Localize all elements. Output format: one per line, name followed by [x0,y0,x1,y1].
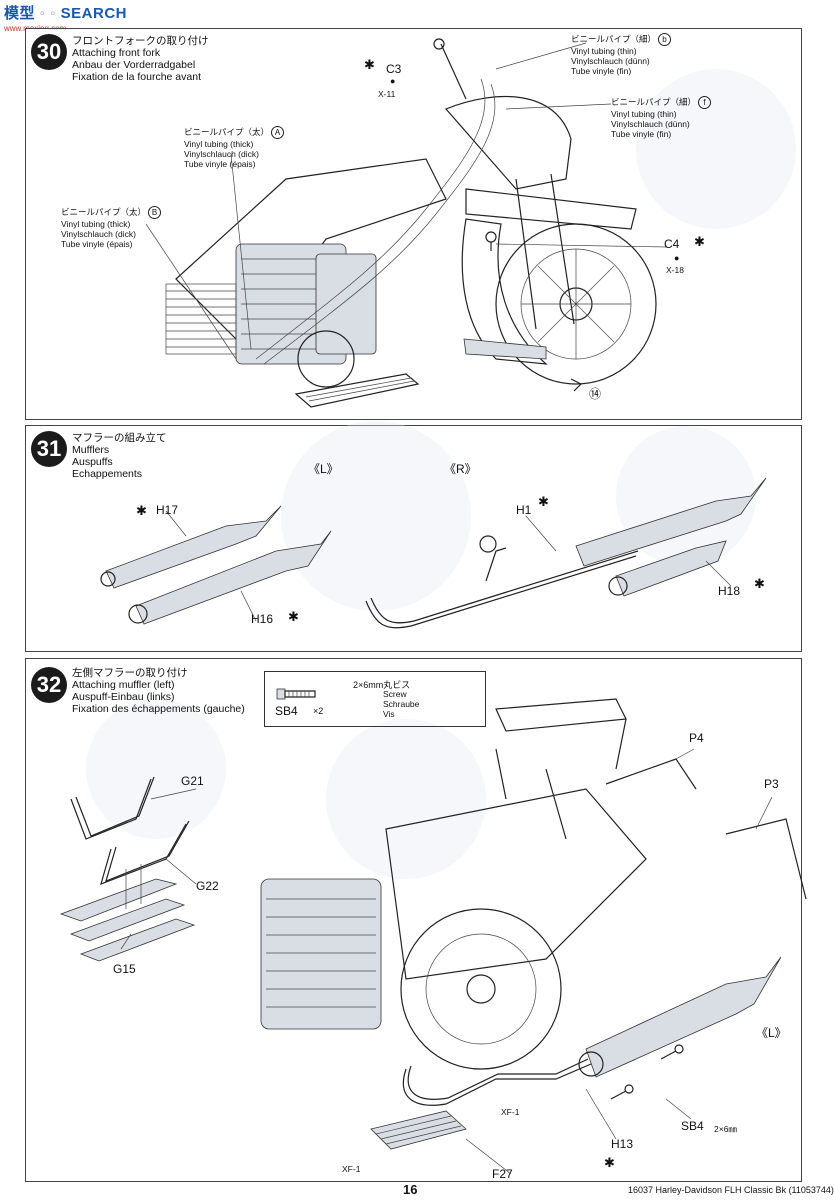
tubing-b-note: ビニールパイプ（細）b Vinyl tubing (thin) Vinylsch… [571,33,672,76]
left-side-label: 《L》 [308,462,339,476]
product-code: 16037 Harley-Davidson FLH Classic Bk (11… [628,1185,834,1195]
part-h17-label: H17 [156,503,179,517]
ref-14-label: ⑭ [589,387,602,401]
logo-separator-icon: ◦ ◦ [35,5,61,22]
step-32-panel: 32 左側マフラーの取り付け Attaching muffler (left) … [25,658,807,1182]
screw-head-icon: ● [390,76,396,86]
part-h1-label: H1 [516,503,532,517]
cement-icon: ✱ [754,576,765,591]
tubing-B-marker: B [148,206,162,219]
step-31-panel: 31 マフラーの組み立て Mufflers Auspuffs Echappeme… [25,421,802,652]
step-32-illustration [59,698,807,1175]
right-side-label: 《R》 [444,462,477,476]
step-31-badge: 31 [31,431,67,467]
sb4-callout-label: SB4 [681,1119,704,1133]
tubing-B-note: ビニールパイプ（太）B Vinyl tubing (thick) Vinylsc… [61,206,162,249]
part-c3-label: C3 [386,62,402,76]
cement-icon: ✱ [288,609,299,624]
part-p3-label: P3 [764,777,779,791]
page-number: 16 [403,1182,418,1197]
step-30-illustration [145,38,796,408]
step-30-title-jp: フロントフォークの取り付け [72,35,209,47]
cement-icon: ✱ [604,1155,615,1170]
step-32-title-de: Auspuff-Einbau (links) [72,691,175,703]
part-g21-label: G21 [181,774,204,788]
screw-head-icon: ● [674,253,680,263]
step-32-title-jp: 左側マフラーの取り付け [72,667,188,679]
step-31-illustration [100,421,767,629]
screw-qty-label: ×2 [313,706,324,716]
step-30-title-fr: Fixation de la fourche avant [72,71,201,83]
step-31-title-de: Auspuffs [72,456,113,468]
cement-icon: ✱ [364,57,375,72]
cement-icon: ✱ [538,494,549,509]
paint-x18-label: X-18 [666,265,684,275]
part-g15-label: G15 [113,962,136,976]
tubing-f-note: ビニールパイプ（細）f Vinyl tubing (thin) Vinylsch… [611,96,712,139]
step-30-titles: フロントフォークの取り付け Attaching front fork Anbau… [72,35,209,83]
tubing-A-note: ビニールパイプ（太）A Vinyl tubing (thick) Vinylsc… [184,126,285,169]
part-h16-label: H16 [251,612,274,626]
sb4-size-label: 2×6㎜ [714,1124,737,1134]
part-h13-label: H13 [611,1137,634,1151]
screw-icon [276,688,316,700]
screw-code-label: SB4 [275,704,298,718]
step-32-titles: 左側マフラーの取り付け Attaching muffler (left) Aus… [72,667,245,715]
screw-size-label: 2×6mm丸ビス [353,680,411,690]
step-31-title-fr: Echappements [72,468,143,480]
step-32-title-fr: Fixation des échappements (gauche) [72,703,245,715]
tubing-f-marker: f [698,96,712,109]
paint-xf1-label-b: XF-1 [342,1164,361,1174]
part-g22-label: G22 [196,879,219,893]
tubing-A-marker: A [271,126,285,139]
part-h18-label: H18 [718,584,741,598]
cement-icon: ✱ [694,234,705,249]
part-c4-label: C4 [664,237,680,251]
step-31-title-en: Mufflers [72,444,110,456]
step-30-badge: 30 [31,34,67,70]
left-side-label: 《L》 [756,1026,787,1040]
step-30-panel: 30 フロントフォークの取り付け Attaching front fork An… [25,28,802,420]
part-p4-label: P4 [689,731,704,745]
site-logo[interactable]: 模型 ◦ ◦ SEARCH [4,5,127,22]
step-30-title-en: Attaching front fork [72,47,161,59]
cement-icon: ✱ [136,503,147,518]
tubing-b-marker: b [658,33,672,46]
screw-translations: Screw Schraube Vis [383,689,420,719]
step-31-title-jp: マフラーの組み立て [72,432,167,444]
step-32-badge: 32 [31,667,67,703]
paint-xf1-label-a: XF-1 [501,1107,520,1117]
step-32-title-en: Attaching muffler (left) [72,679,175,691]
screw-spec-box: 2×6mm丸ビス SB4 ×2 Screw Schraube Vis [264,671,486,727]
step-31-titles: マフラーの組み立て Mufflers Auspuffs Echappements [72,432,167,480]
step-30-title-de: Anbau der Vorderradgabel [72,59,196,71]
part-f27-label: F27 [492,1167,513,1181]
paint-x11-label: X-11 [378,89,396,99]
